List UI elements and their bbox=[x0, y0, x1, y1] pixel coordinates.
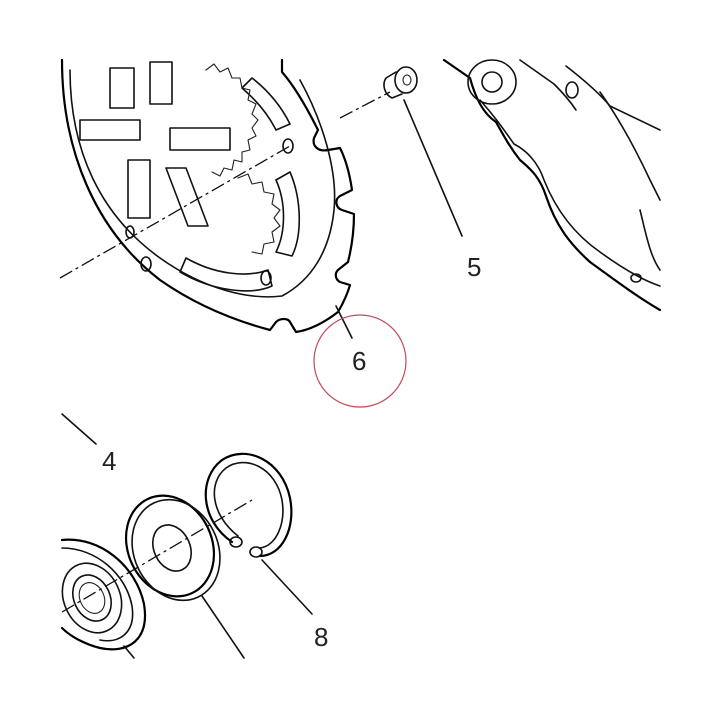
leader-line-6 bbox=[335, 305, 353, 339]
drum-window-1 bbox=[79, 119, 141, 141]
housing-outline bbox=[442, 58, 662, 312]
drum-window-5 bbox=[109, 67, 135, 109]
callout-6-highlight-circle bbox=[313, 314, 407, 408]
housing-inner-edge bbox=[479, 99, 661, 287]
drum-bolt-hole-1 bbox=[140, 256, 152, 272]
circlip-lug-hole-1 bbox=[229, 536, 243, 548]
drum-gear-teeth bbox=[205, 63, 281, 255]
circlip-inner-edge bbox=[213, 461, 284, 549]
leader-line-seal bbox=[123, 645, 135, 659]
housing-rib-4 bbox=[639, 209, 661, 271]
screw-part-5 bbox=[383, 66, 418, 99]
leader-line-5 bbox=[403, 99, 463, 237]
drum-slot-lower bbox=[179, 257, 273, 292]
callout-6: 6 bbox=[352, 346, 366, 376]
housing-rib-2 bbox=[565, 65, 661, 131]
screw-head-side bbox=[383, 71, 403, 99]
leader-line-washer bbox=[201, 595, 245, 659]
leader-line-4 bbox=[61, 413, 97, 445]
drum-window-4 bbox=[165, 167, 209, 227]
washer-outer bbox=[124, 494, 216, 598]
housing-boss-hole bbox=[481, 71, 503, 93]
housing-small-hole bbox=[565, 81, 579, 99]
drum-window-6 bbox=[149, 61, 173, 105]
callout-8: 8 bbox=[314, 622, 328, 652]
drum-inner-rim bbox=[69, 69, 336, 298]
seal-outer-ring-inner bbox=[61, 547, 134, 642]
screw-head-face bbox=[394, 66, 418, 94]
seal-lip-inner bbox=[71, 574, 113, 622]
drum-window-2 bbox=[169, 127, 231, 151]
drum-slot-right bbox=[275, 171, 301, 257]
clutch-drum-part-6 bbox=[60, 58, 356, 334]
drum-bolt-hole-2 bbox=[260, 270, 272, 286]
screw-axis-line bbox=[339, 91, 391, 119]
circlip-part-8 bbox=[204, 452, 293, 558]
housing-cover bbox=[442, 58, 662, 312]
drum-slot-upper bbox=[241, 77, 291, 131]
housing-lower-hole bbox=[630, 273, 642, 283]
lower-axis-line bbox=[61, 499, 253, 613]
seal-outer-ring bbox=[60, 538, 147, 651]
drum-bolt-hole-3 bbox=[282, 138, 294, 154]
bearing-seal-assembly bbox=[60, 538, 147, 651]
circlip-lug-hole-2 bbox=[249, 546, 263, 558]
housing-rib-1 bbox=[519, 59, 577, 111]
housing-rib-3 bbox=[599, 91, 661, 201]
drum-axis-line bbox=[59, 145, 291, 279]
washer-inner bbox=[151, 524, 193, 572]
screw-socket bbox=[402, 74, 412, 86]
circlip-body bbox=[204, 452, 293, 558]
callout-5: 5 bbox=[467, 252, 481, 282]
seal-bore bbox=[78, 582, 106, 614]
drum-window-3 bbox=[127, 159, 151, 219]
leader-line-8 bbox=[261, 559, 313, 615]
housing-boss-outer bbox=[467, 59, 517, 105]
callout-4: 4 bbox=[102, 446, 116, 476]
